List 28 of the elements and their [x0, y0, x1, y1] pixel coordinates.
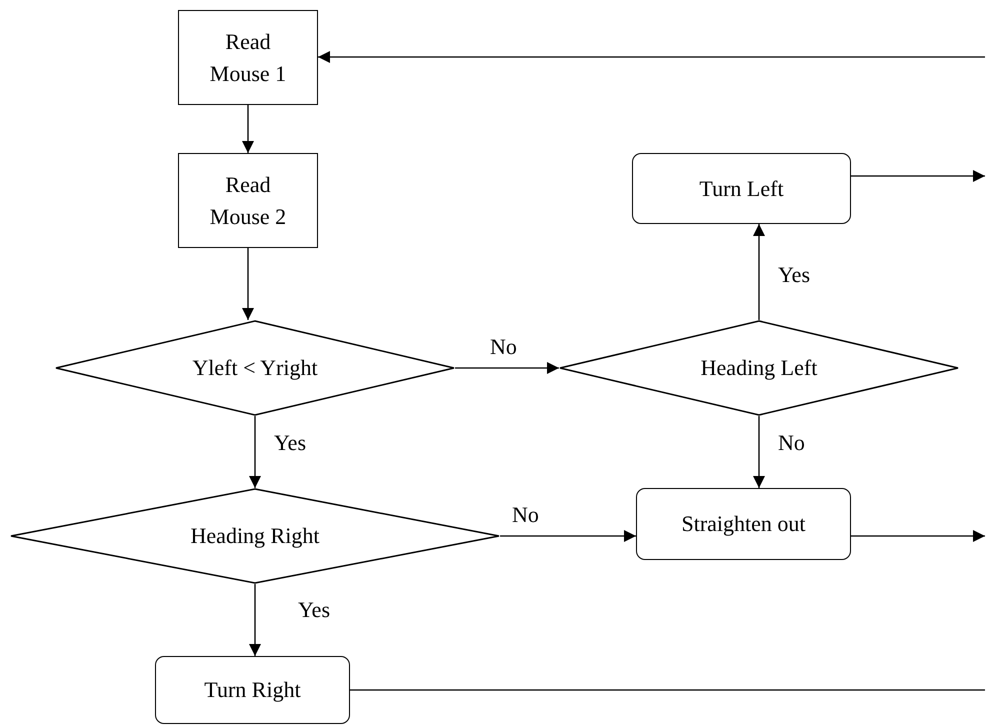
- decision-diamond: [559, 320, 959, 416]
- node-text: Read Mouse 2: [208, 170, 288, 230]
- arrow: [249, 584, 261, 656]
- arrow: [249, 416, 261, 488]
- process-box: [178, 10, 318, 105]
- node-text: Turn Right: [204, 676, 301, 704]
- node-text: Heading Left: [700, 354, 818, 382]
- decision-diamond: [55, 320, 455, 416]
- arrow: [753, 416, 765, 488]
- process-box: [178, 153, 318, 248]
- node-text: Heading Right: [190, 522, 320, 550]
- arrow: [851, 170, 985, 182]
- connector-line: [350, 689, 985, 691]
- arrow: [455, 362, 559, 374]
- arrow: [318, 51, 985, 63]
- arrow: [242, 105, 254, 153]
- arrow: [242, 248, 254, 320]
- node-text: Straighten out: [681, 510, 806, 538]
- arrow: [851, 530, 985, 542]
- process-box: [636, 488, 851, 560]
- process-box: [632, 153, 851, 224]
- node-text: Turn Left: [699, 174, 784, 203]
- arrow: [500, 530, 636, 542]
- node-text: Read Mouse 1: [208, 28, 288, 88]
- process-box: [155, 656, 350, 724]
- decision-diamond: [10, 488, 500, 584]
- node-text: Yleft < Yright: [192, 354, 318, 382]
- arrow: [753, 224, 765, 320]
